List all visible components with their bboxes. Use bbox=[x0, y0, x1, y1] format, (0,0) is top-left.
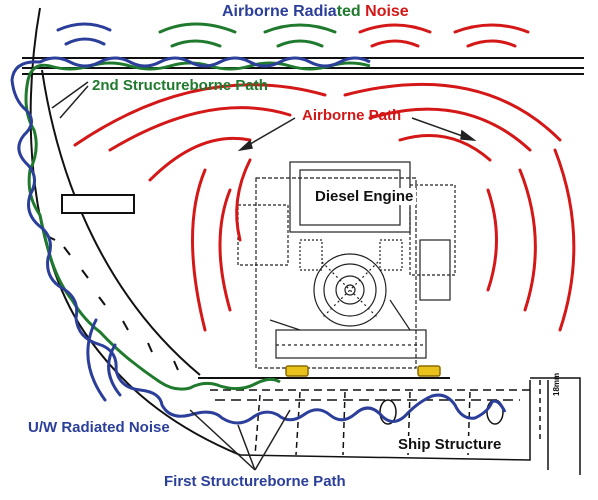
side-dimension-label: 18mm bbox=[552, 372, 561, 396]
second-path-label: 2nd Structureborne Path bbox=[92, 77, 268, 94]
title-part-1: Airborne Radia bbox=[222, 3, 337, 20]
side-platform bbox=[61, 194, 135, 214]
engine-label: Diesel Engine bbox=[312, 188, 417, 205]
label-pointers bbox=[51, 81, 291, 471]
title-part-2: ted bbox=[336, 3, 361, 20]
diagram-title: Airborne Radiated Noise bbox=[222, 4, 409, 20]
first-structureborne-path bbox=[10, 56, 507, 425]
engine-mounts bbox=[285, 365, 441, 377]
ship-structure-frame bbox=[210, 377, 581, 475]
first-path-label: First Structureborne Path bbox=[164, 473, 346, 490]
second-structureborne-path bbox=[24, 61, 371, 391]
airborne-path-arcs bbox=[73, 82, 576, 332]
uw-noise-label: U/W Radiated Noise bbox=[28, 419, 170, 436]
uw-noise-arcs bbox=[86, 318, 122, 402]
diesel-engine-drawing bbox=[237, 161, 456, 369]
radiated-noise-arcs-top bbox=[56, 22, 530, 48]
airborne-path-arrows bbox=[237, 117, 477, 152]
ship-structure-label: Ship Structure bbox=[396, 436, 504, 453]
airborne-path-label: Airborne Path bbox=[302, 107, 402, 124]
title-part-3: Noise bbox=[360, 3, 409, 20]
